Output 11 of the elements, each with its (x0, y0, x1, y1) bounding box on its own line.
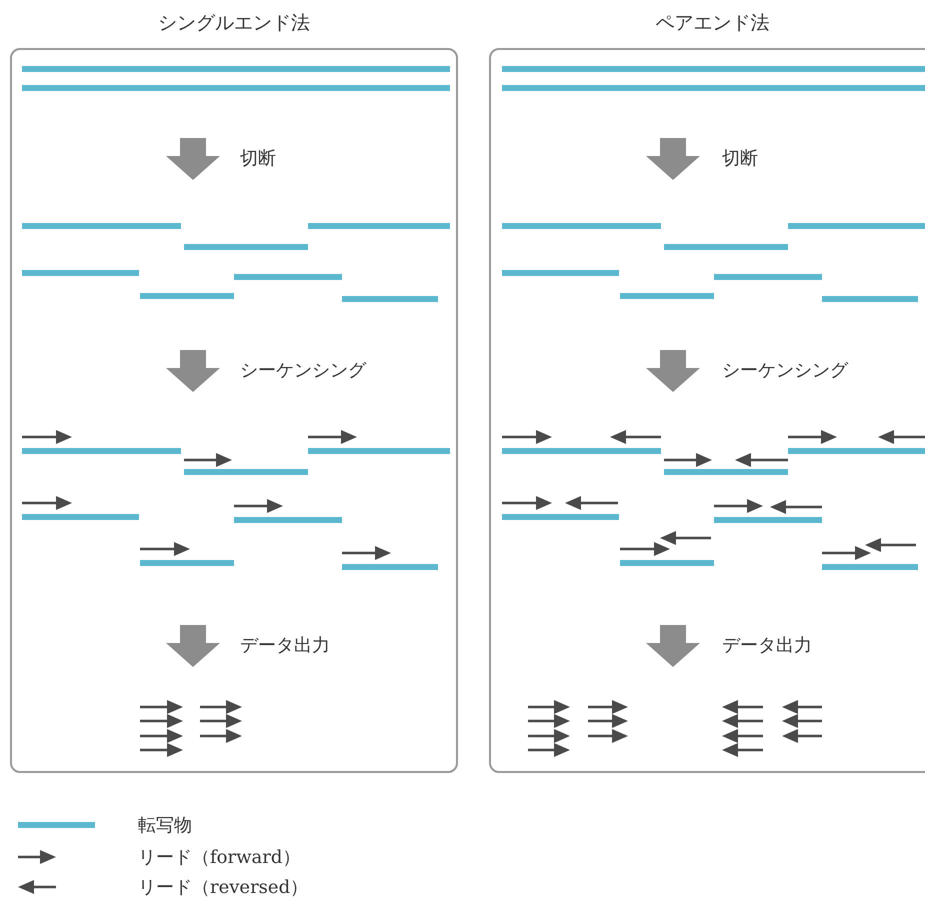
step-label: 切断 (240, 147, 276, 170)
step-label: 切断 (722, 147, 758, 170)
step-label: データ出力 (240, 634, 330, 657)
legend-text: 転写物 (138, 814, 192, 837)
step-label: シーケンシング (240, 359, 366, 382)
panel-heading: シングルエンド法 (157, 11, 311, 36)
legend-text: リード（forward） (138, 846, 300, 869)
step-label: データ出力 (722, 634, 812, 657)
legend-text: リード（reversed） (138, 876, 308, 899)
step-label: シーケンシング (722, 359, 848, 382)
panel-heading: ペアエンド法 (654, 11, 770, 36)
